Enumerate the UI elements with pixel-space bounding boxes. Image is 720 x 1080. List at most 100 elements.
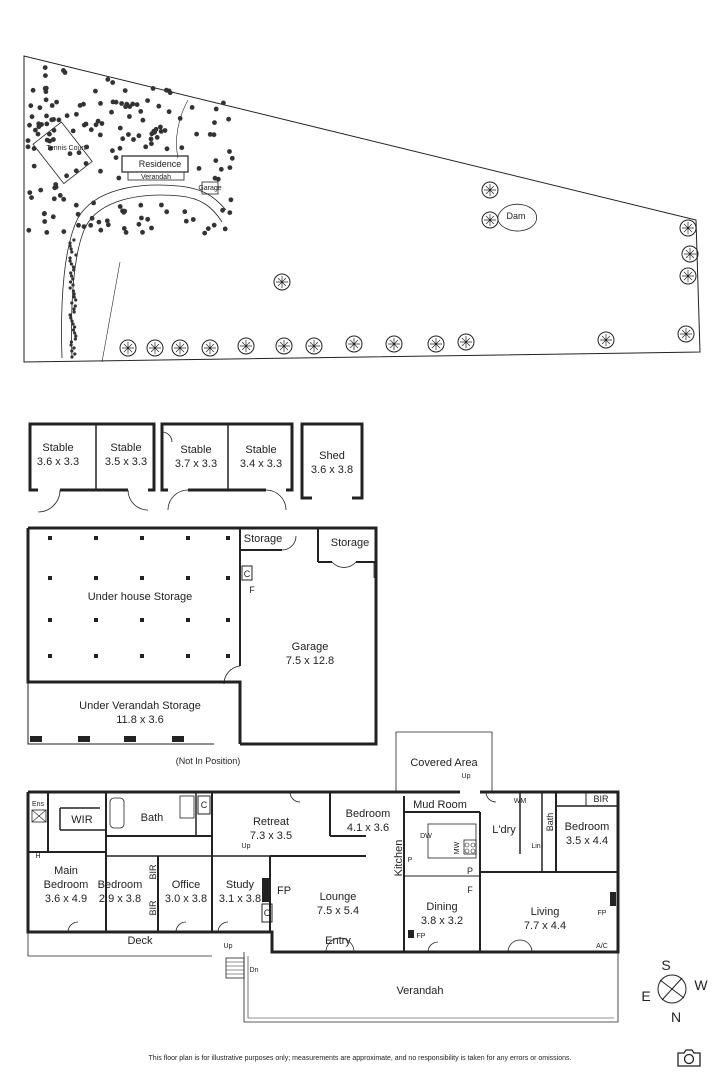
- tree-icon: [145, 98, 151, 103]
- tree-icon: [99, 121, 105, 126]
- office-dims: 3.0 x 3.8: [165, 893, 207, 905]
- bir-1-label: BIR: [148, 864, 158, 880]
- pillar: [140, 654, 144, 658]
- shed-name: Shed: [319, 450, 345, 462]
- tree-icon: [150, 86, 156, 91]
- site-boundary: [23, 55, 701, 363]
- tree-icon: [273, 273, 291, 291]
- tree-icon: [684, 248, 696, 260]
- tree-icon: [68, 313, 72, 317]
- tree-icon: [121, 226, 127, 231]
- shed-dims: 3.6 x 3.8: [311, 464, 353, 476]
- tree-icon: [91, 200, 96, 206]
- tree-icon: [278, 340, 290, 352]
- storage-2-label: Storage: [331, 537, 370, 549]
- tree-icon: [72, 295, 76, 299]
- bedroom-mid-dims: 4.1 x 3.6: [347, 822, 389, 834]
- tree-icon: [117, 125, 123, 131]
- aircon-label: A/C: [596, 943, 608, 950]
- tree-icon: [126, 114, 132, 119]
- stable-3-dims: 3.7 x 3.3: [175, 458, 217, 470]
- tree-icon: [47, 131, 52, 137]
- dining-name: Dining: [426, 901, 457, 913]
- pillar: [226, 536, 230, 540]
- tree-icon: [220, 207, 226, 213]
- tree-icon: [84, 144, 90, 150]
- tree-icon: [117, 145, 123, 151]
- office-name: Office: [172, 879, 201, 891]
- dishwasher-label: DW: [420, 833, 432, 840]
- camera-icon: [677, 1049, 701, 1067]
- tree-icon: [25, 138, 31, 144]
- tree-icon: [681, 245, 699, 263]
- tree-icon: [73, 304, 77, 308]
- tree-icon: [228, 197, 234, 203]
- stables-block-2: [160, 422, 294, 492]
- tree-icon: [117, 204, 123, 209]
- tree-icon: [600, 334, 612, 346]
- fireplace-2-label: FP: [417, 933, 426, 940]
- tree-icon: [113, 99, 119, 105]
- tree-icon: [212, 120, 217, 125]
- tree-icon: [140, 229, 145, 235]
- tree-icon: [229, 155, 235, 161]
- tree-icon: [227, 149, 232, 154]
- tree-icon: [83, 121, 89, 127]
- cupboard-1-label: C: [201, 800, 208, 810]
- tree-icon: [73, 337, 77, 341]
- tree-icon: [218, 166, 224, 172]
- tree-icon: [167, 90, 173, 96]
- tree-icon: [76, 222, 81, 228]
- tree-icon: [110, 80, 116, 85]
- up-label-retreat: Up: [242, 843, 251, 850]
- tree-icon: [48, 146, 53, 151]
- tree-icon: [679, 219, 697, 237]
- tree-icon: [68, 259, 72, 263]
- laundry-label: L'dry: [492, 824, 516, 836]
- tree-icon: [73, 352, 77, 356]
- tree-icon: [207, 132, 213, 137]
- tree-icon: [72, 346, 76, 350]
- tree-icon: [89, 215, 95, 221]
- tree-icon: [138, 202, 144, 208]
- tree-icon: [81, 224, 87, 230]
- pillar: [48, 536, 52, 540]
- tree-icon: [74, 334, 78, 338]
- lounge-dims: 7.5 x 5.4: [317, 905, 359, 917]
- stable-4-dims: 3.4 x 3.3: [240, 458, 282, 470]
- tree-icon: [143, 144, 149, 150]
- tree-icon: [104, 218, 110, 224]
- pillar: [94, 618, 98, 622]
- bath-label: Bath: [141, 812, 164, 824]
- tree-icon: [116, 175, 122, 181]
- tree-icon: [69, 343, 73, 347]
- main-bedroom-line2: Bedroom: [44, 879, 89, 891]
- tree-icon: [123, 230, 129, 235]
- heater-label: H: [35, 853, 40, 860]
- study-name: Study: [226, 879, 255, 891]
- tree-icon: [196, 166, 202, 171]
- tree-icon: [27, 190, 33, 196]
- fireplace-3-label: FP: [598, 910, 607, 917]
- under-verandah-dims: 11.8 x 3.6: [116, 714, 164, 726]
- tree-icon: [122, 88, 128, 93]
- tree-icon: [68, 244, 72, 248]
- tree-icon: [36, 121, 42, 127]
- tree-icon: [122, 208, 128, 214]
- site-plan: [23, 55, 701, 363]
- tree-icon: [68, 256, 72, 260]
- under-verandah-name: Under Verandah Storage: [79, 700, 201, 712]
- cupboard-2-label: C: [264, 908, 271, 918]
- tree-icon: [71, 283, 75, 287]
- pillar: [226, 576, 230, 580]
- tree-icon: [134, 102, 140, 107]
- tree-icon: [70, 349, 74, 353]
- study-dims: 3.1 x 3.8: [219, 893, 261, 905]
- tree-icon: [98, 101, 103, 106]
- bath-right-label: Bath: [545, 813, 555, 832]
- bir-2-label: BIR: [148, 900, 158, 916]
- pillar: [186, 618, 190, 622]
- kitchen-label: Kitchen: [393, 840, 405, 877]
- tree-icon: [73, 331, 77, 335]
- tree-icon: [71, 277, 75, 281]
